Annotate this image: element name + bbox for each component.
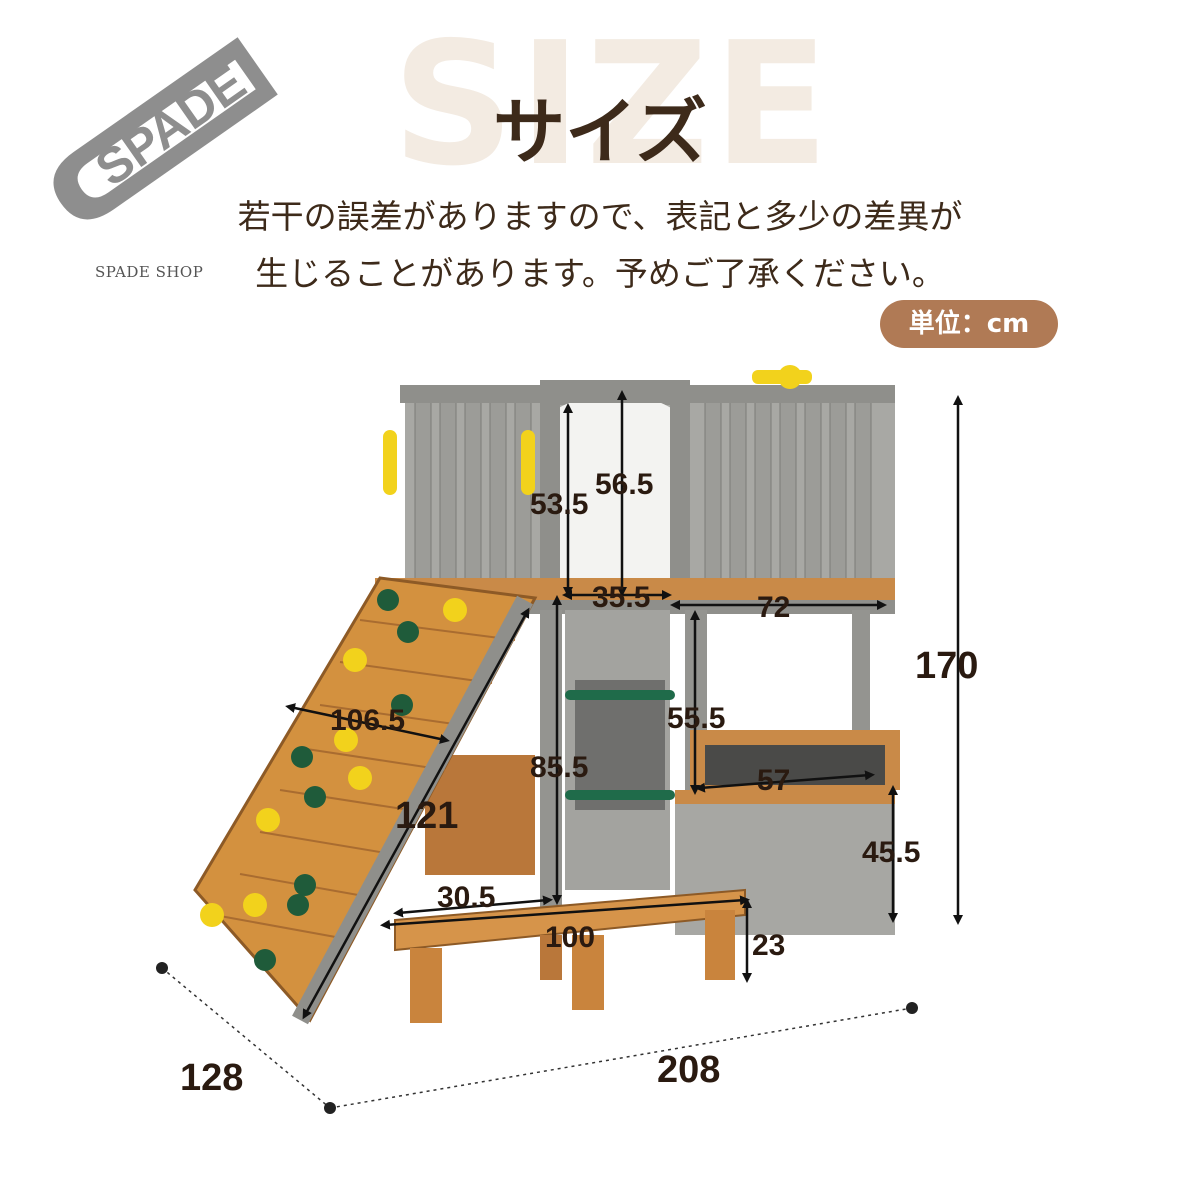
dim-sandbox-height: 45.5 xyxy=(862,836,920,869)
dim-door-height: 85.5 xyxy=(530,751,588,784)
dim-arch-height: 56.5 xyxy=(595,468,653,501)
unit-badge: 単位：cm xyxy=(880,300,1058,348)
dim-sandbox-width: 57 xyxy=(757,764,790,797)
spade-logo: SPADE xyxy=(53,37,278,220)
dim-roof-inner-height: 53.5 xyxy=(530,488,588,521)
dim-width: 208 xyxy=(657,1049,720,1091)
dim-doorway-width: 35.5 xyxy=(592,581,650,614)
dim-total-height: 170 xyxy=(915,645,978,687)
dim-step-width: 100 xyxy=(545,921,595,954)
dim-under-deck-height: 55.5 xyxy=(667,702,725,735)
disclaimer-line-2: 生じることがあります。予めご了承ください。 xyxy=(255,254,945,293)
dim-step-height: 23 xyxy=(752,929,785,962)
page-title: サイズ xyxy=(493,90,707,174)
dim-wall-length: 121 xyxy=(395,795,458,837)
dim-depth: 128 xyxy=(180,1057,243,1099)
shop-name: SPADE SHOP xyxy=(95,263,204,281)
floor-outline xyxy=(161,967,913,1109)
dim-wall-width: 106.5 xyxy=(330,704,405,737)
dim-step-depth: 30.5 xyxy=(437,881,495,914)
background-size-word: SIZE xyxy=(392,6,834,204)
dim-deck-width: 72 xyxy=(757,591,790,624)
disclaimer-line-1: 若干の誤差がありますので、表記と多少の差異が xyxy=(237,197,963,236)
